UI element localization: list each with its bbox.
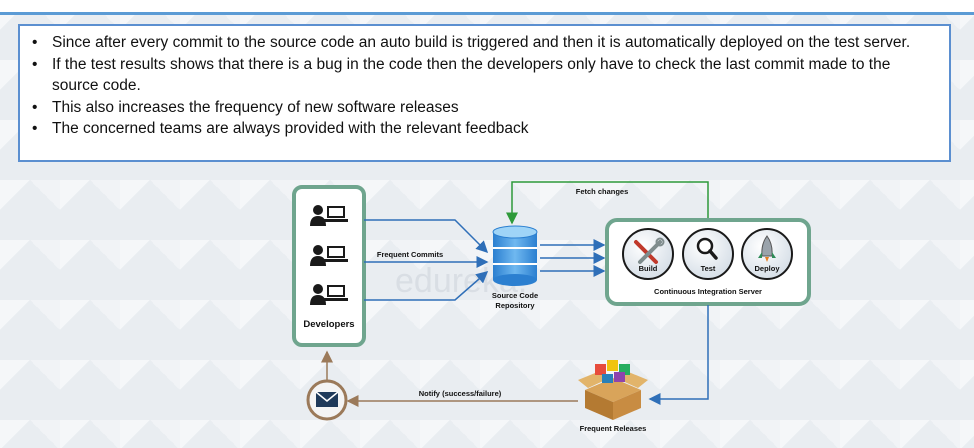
bullet-list-box: Since after every commit to the source c… (18, 24, 951, 162)
developers-box (292, 185, 366, 347)
fetch-changes-label: Fetch changes (576, 187, 629, 196)
envelope-icon (306, 379, 348, 421)
bullet-item: Since after every commit to the source c… (30, 32, 935, 54)
deploy-rocket-icon (741, 228, 793, 280)
developers-label: Developers (303, 319, 354, 330)
developer-icon (310, 284, 348, 305)
ci-to-releases-arrow (648, 305, 709, 405)
frequent-commits-label: Frequent Commits (377, 250, 443, 259)
developer-icon (310, 205, 348, 226)
commit-arrow (364, 219, 489, 254)
ci-server-label: Continuous Integration Server (654, 287, 762, 296)
frequent-releases-label: Frequent Releases (580, 424, 647, 433)
bullet-item: The concerned teams are always provided … (30, 118, 935, 140)
bullet-item: This also increases the frequency of new… (30, 97, 935, 119)
test-label: Test (701, 264, 716, 273)
database-icon (492, 225, 538, 286)
build-label: Build (639, 264, 658, 273)
repo-label-line1: Source Code (492, 291, 538, 300)
test-icon (682, 228, 734, 280)
developer-icon (310, 245, 348, 266)
releases-box-icon (578, 360, 648, 420)
repo-label-line2: Repository (495, 301, 535, 310)
bullet-list: Since after every commit to the source c… (30, 32, 935, 140)
commit-arrow (364, 271, 489, 301)
bullet-item: If the test results shows that there is … (30, 54, 935, 97)
fetch-changes-arrow (506, 181, 709, 225)
notify-label: Notify (success/failure) (419, 389, 502, 398)
build-icon (622, 228, 674, 280)
slide-top-bar (0, 0, 974, 15)
deploy-label: Deploy (754, 264, 780, 273)
